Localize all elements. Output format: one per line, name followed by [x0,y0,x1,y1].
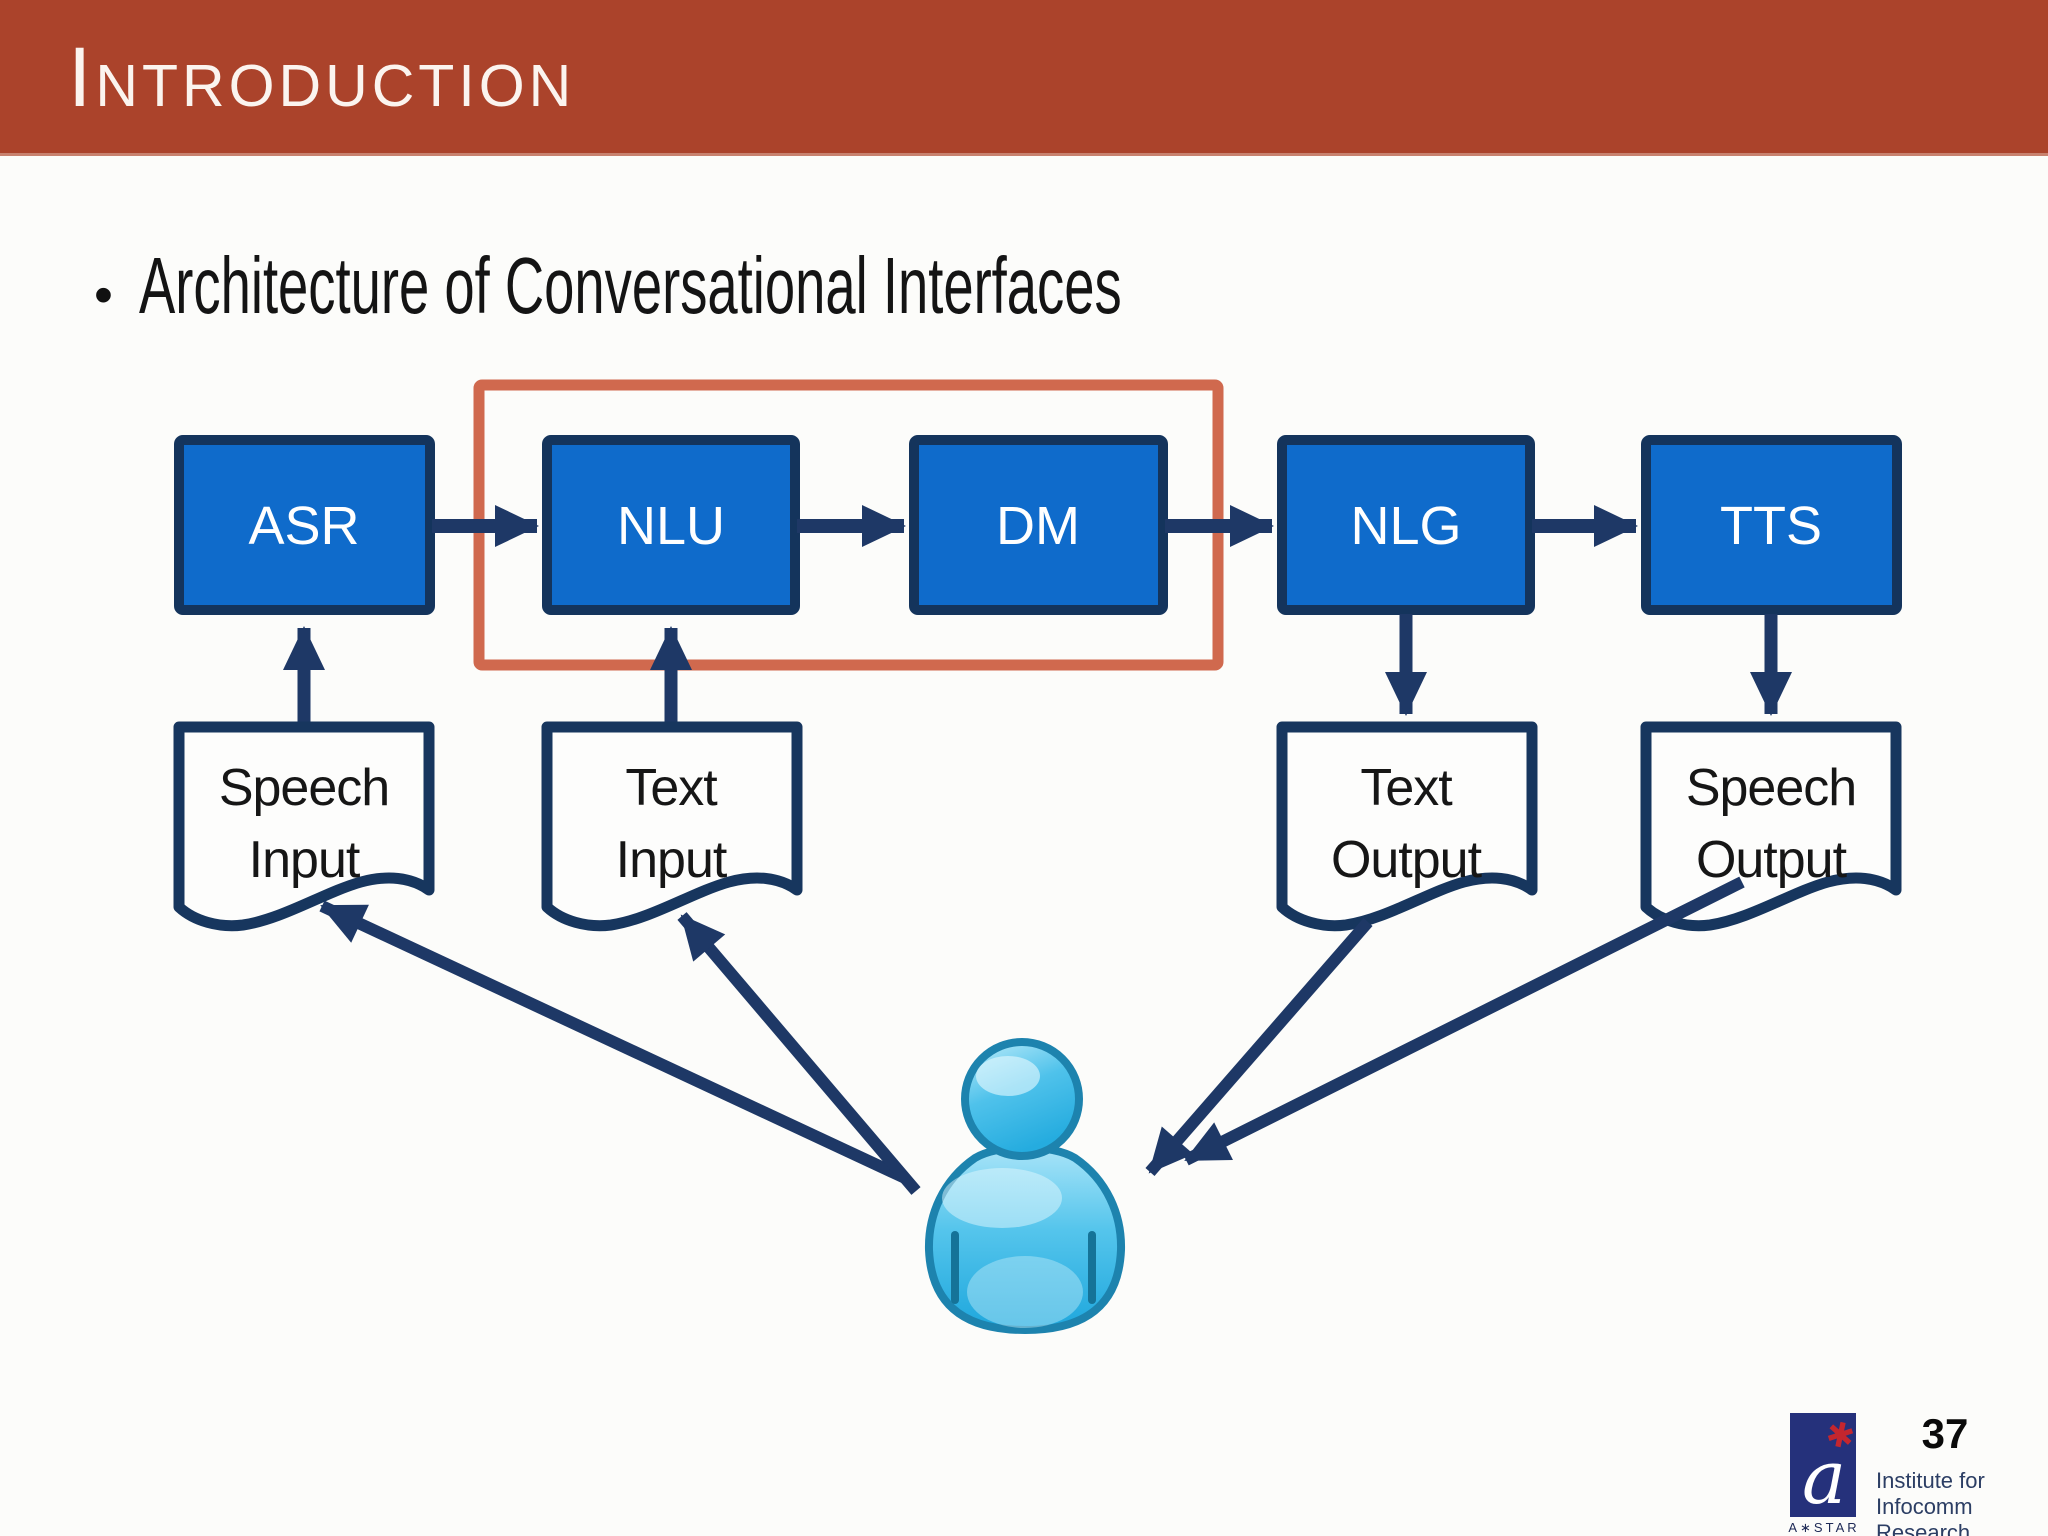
doc-speech-input [179,727,429,926]
user-belly-highlight [967,1256,1083,1328]
box-dm-label: DM [996,496,1080,556]
box-nlu-label: NLU [617,496,725,556]
box-tts [1641,435,1902,615]
doc-speech-input-line2: Input [249,831,361,889]
user-io-arrows [319,876,1745,1195]
process-boxes: ASR NLU DM NLG TTS [174,435,1902,615]
box-tts-label: TTS [1720,496,1822,556]
bullet-item: • Architecture of Conversational Interfa… [94,246,1584,326]
box-nlg [1277,435,1535,615]
doc-text-output-line1: Text [1360,759,1453,817]
page-title: Introduction [68,29,576,124]
arrow-user-to-textinput [677,912,921,1195]
doc-speech-output-line1: Speech [1686,759,1856,817]
doc-text-input-line1: Text [625,759,718,817]
box-asr [174,435,435,615]
user-icon [924,1038,1126,1335]
doc-speech-output [1646,727,1896,926]
astar-brand-text: A∗STAR [1788,1520,1860,1535]
io-documents: Speech Input Text Input Text Output Spee… [179,727,1896,926]
institute-name: Institute for Infocomm Research [1876,1468,2048,1536]
box-nlg-label: NLG [1350,496,1461,556]
doc-speech-output-line2: Output [1696,831,1848,889]
doc-text-output-line2: Output [1331,831,1483,889]
box-nlu [542,435,800,615]
io-connectors [283,614,1792,727]
astar-logo-letter: a [1801,1435,1847,1521]
arrow-user-to-speechinput [319,900,908,1184]
box-asr-label: ASR [248,496,359,556]
institute-line1: Institute for [1876,1468,1985,1493]
astar-logo: a ✱ [1790,1413,1858,1521]
bullet-text: Architecture of Conversational Interface… [138,241,1122,330]
page-number: 37 [1921,1410,1969,1457]
arrow-speechoutput-to-user [1183,876,1745,1166]
bullet-marker: • [94,265,113,325]
user-head-highlight [976,1056,1040,1096]
user-body-highlight [942,1168,1062,1228]
doc-text-output [1282,727,1532,926]
doc-text-input-line2: Input [616,831,728,889]
slide-header: Introduction [0,0,2048,156]
institute-line2: Infocomm Research [1876,1493,1973,1536]
box-dm [909,435,1168,615]
arrow-textoutput-to-user [1145,918,1373,1176]
doc-text-input [547,727,797,926]
doc-speech-input-line1: Speech [219,759,389,817]
